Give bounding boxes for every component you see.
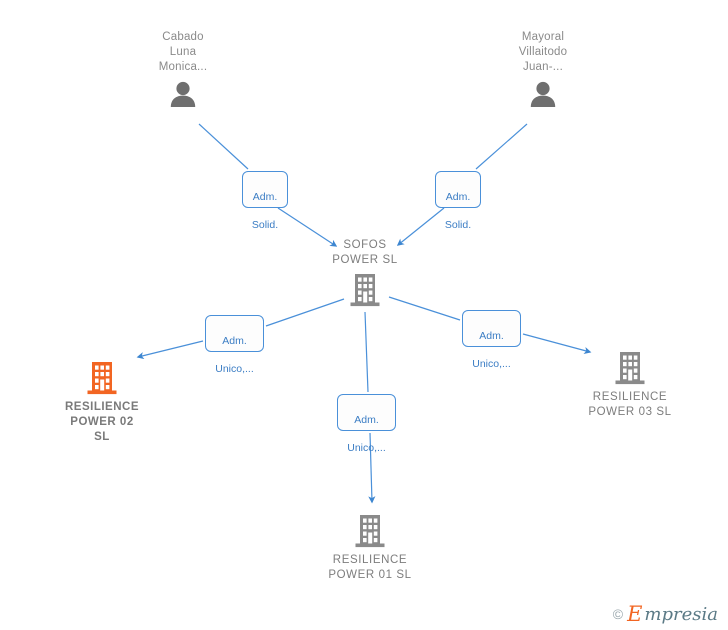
building-icon <box>350 274 380 307</box>
edge-label-line2: Unico,... <box>347 442 386 454</box>
node-label-company-resilience-03: RESILIENCE POWER 03 SL <box>588 391 672 418</box>
edge-label-line2: Unico,... <box>215 363 254 375</box>
edge-label-line1: Adm. <box>252 191 278 203</box>
edge-label-sofos-resilience02[interactable]: Adm. Unico,... <box>205 315 264 375</box>
node-company-resilience-03[interactable]: RESILIENCE POWER 03 SL <box>555 350 705 420</box>
brand-initial: E <box>627 602 643 626</box>
person-icon <box>170 81 196 107</box>
edge-label-line1: Adm. <box>445 191 471 203</box>
person-icon <box>530 81 556 107</box>
brand-name: mpresia <box>644 603 718 625</box>
edge-label-cabado-sofos[interactable]: Adm. Solid. <box>242 171 288 231</box>
building-icon <box>87 362 117 395</box>
node-label-company-resilience-02: RESILIENCE POWER 02 SL <box>64 401 139 443</box>
edge-label-sofos-resilience03[interactable]: Adm. Unico,... <box>462 310 521 370</box>
node-company-resilience-02[interactable]: RESILIENCE POWER 02 SL <box>27 360 177 445</box>
empresia-watermark: © E mpresia <box>612 602 720 626</box>
building-icon <box>355 515 385 548</box>
edge-label-line2: Solid. <box>444 219 472 231</box>
edge-label-line1: Adm. <box>354 414 379 426</box>
edge-label-line1: Adm. <box>222 335 247 347</box>
edge-label-sofos-resilience01[interactable]: Adm. Unico,... <box>337 394 396 454</box>
node-company-sofos-power[interactable]: SOFOS POWER SL <box>290 238 440 308</box>
node-person-mayoral[interactable]: Mayoral Villaitodo Juan-... <box>468 30 618 107</box>
node-label-person-cabado: Cabado Luna Monica... <box>158 31 208 73</box>
building-icon <box>615 352 645 385</box>
node-label-person-mayoral: Mayoral Villaitodo Juan-... <box>518 31 568 73</box>
node-company-resilience-01[interactable]: RESILIENCE POWER 01 SL <box>295 513 445 583</box>
edge-label-line2: Unico,... <box>472 358 511 370</box>
edge-label-mayoral-sofos[interactable]: Adm. Solid. <box>435 171 481 231</box>
copyright-icon: © <box>612 605 624 622</box>
edge-label-line1: Adm. <box>479 330 504 342</box>
node-person-cabado[interactable]: Cabado Luna Monica... <box>108 30 258 107</box>
edge-label-line2: Solid. <box>251 219 279 231</box>
node-label-company-sofos-power: SOFOS POWER SL <box>332 239 398 266</box>
node-label-company-resilience-01: RESILIENCE POWER 01 SL <box>328 554 412 581</box>
